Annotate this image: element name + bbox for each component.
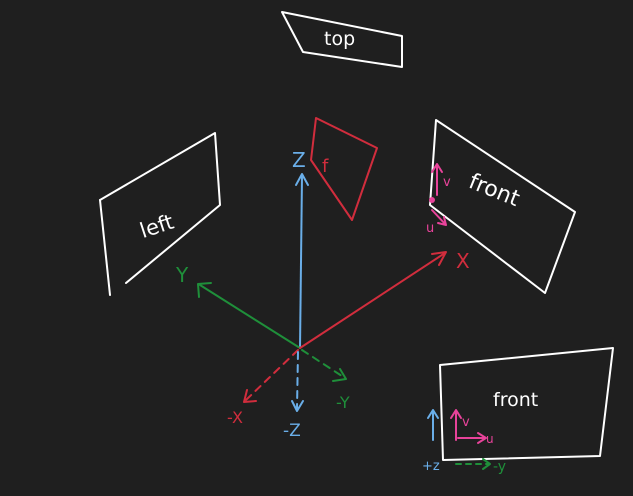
neg-x-axis [245,349,299,401]
flat-v-label: v [462,415,470,430]
flat-u-label: u [486,432,494,446]
neg-z-axis [296,351,299,409]
front-view-flat: front v u +z -y [422,347,614,475]
y-axis [199,284,301,349]
front-flat-label: front [493,389,538,411]
front-v-label: v [443,175,451,190]
neg-y-axis [301,349,346,379]
axes: Z Y X -X -Z -Y [175,148,470,441]
front-origin-dot [429,197,435,203]
x-label: X [456,249,470,273]
left-plane: left [99,132,221,296]
neg-y-label: -Y [336,393,350,412]
top-plane: top [281,11,403,68]
flat-neg-y-label: -y [493,459,506,475]
side-plane-f: f [310,117,378,221]
x-axis [299,252,446,349]
top-label: top [324,28,355,50]
left-label: left [137,210,177,243]
front-label: front [465,169,523,212]
flat-plus-z-label: +z [422,459,440,474]
front-plane: front [429,119,576,294]
f-label: f [322,156,329,177]
z-axis [299,175,303,349]
neg-x-label: -X [227,408,243,427]
neg-z-label: -Z [283,421,301,441]
front-u-label: u [426,221,434,236]
y-label: Y [175,263,189,287]
front-uv-markers: v u [426,163,451,236]
z-label: Z [292,148,306,172]
